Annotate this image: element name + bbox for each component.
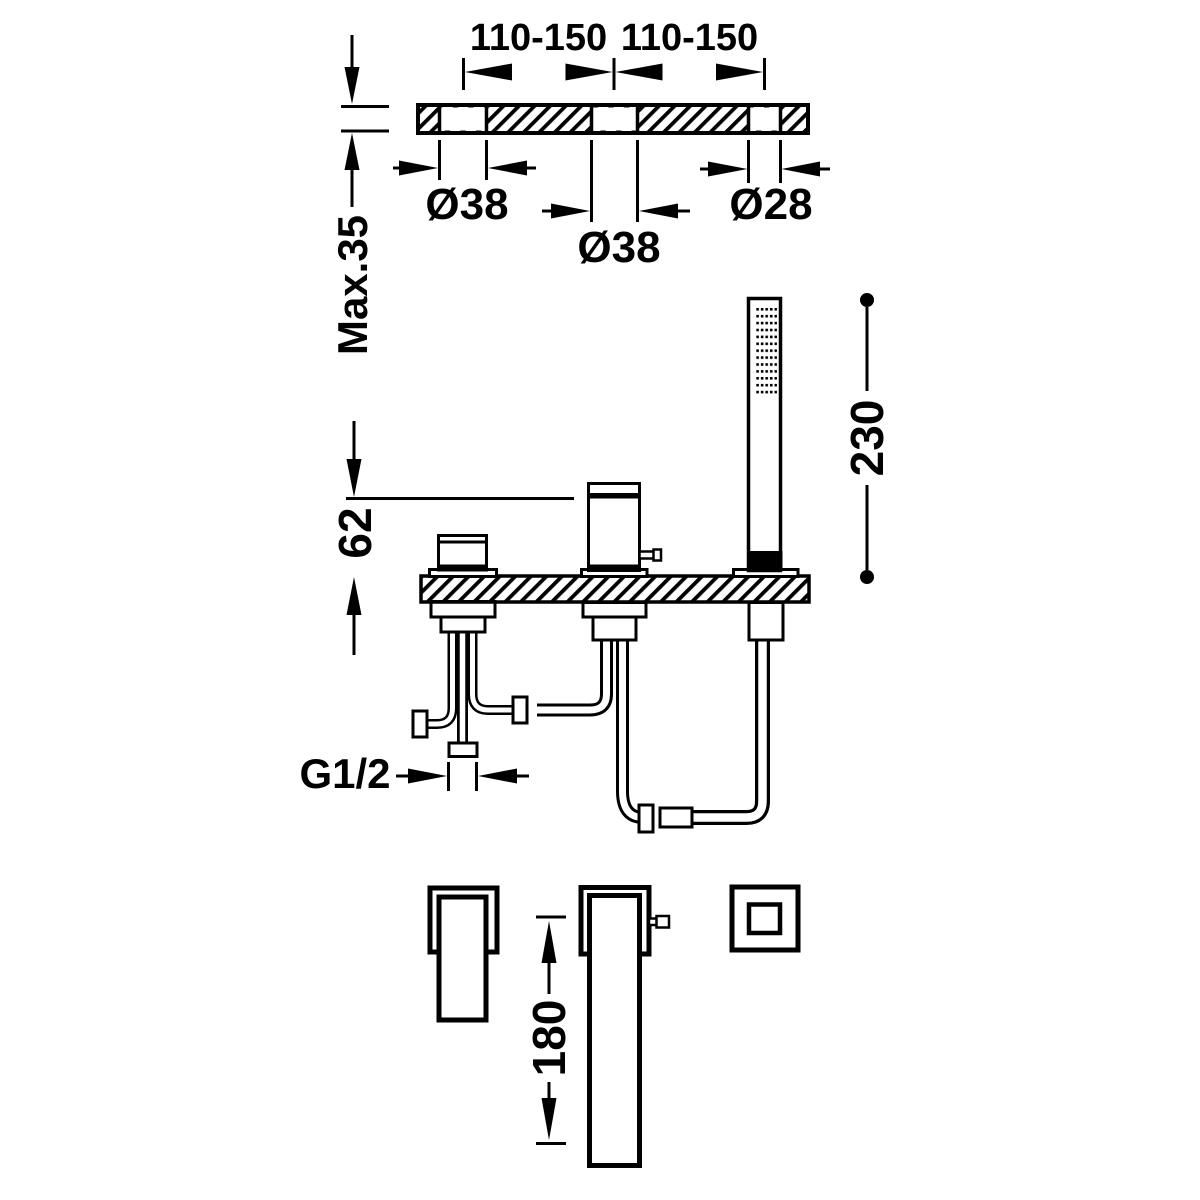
spout-front-view [578, 885, 671, 1168]
top-view: 110-150 110-150 Ø38 Ø38 Ø28 [329, 17, 830, 355]
handle-mounting-nut [439, 615, 487, 634]
diverter-down-pipe [616, 630, 646, 824]
hose-coupling [658, 806, 694, 829]
valve-mounting-flange [581, 601, 648, 619]
outlet-pipe-right [467, 622, 516, 715]
arrowhead [344, 133, 360, 170]
dim-label-thread: G1/2 [299, 750, 390, 797]
arrowhead [708, 161, 748, 177]
hole-right [748, 107, 781, 131]
dimension-spout-length: 180 [523, 915, 575, 1145]
dim-label-deck-thickness: Max.35 [329, 215, 376, 355]
connector-pipe [537, 630, 613, 717]
dim-label-spout-length: 180 [523, 1000, 575, 1077]
dimension-deck-thickness: Max.35 [329, 35, 389, 355]
hole-left [439, 107, 487, 131]
inlet-fitting-left [411, 709, 429, 739]
valve-body [587, 482, 663, 572]
arrowhead [541, 921, 557, 963]
arrowhead [346, 459, 362, 497]
dim-label-body-height: 62 [329, 507, 381, 558]
arrowhead [465, 63, 512, 81]
dim-label-spacing-right: 110-150 [621, 17, 758, 59]
arrowhead [344, 67, 360, 104]
front-view-parts: 180 [427, 884, 801, 1168]
outlet-fitting [511, 695, 529, 725]
escutcheon-opening [746, 902, 783, 936]
dimension-hole-diameters: Ø38 Ø38 Ø28 [393, 140, 830, 272]
handshower-mounting-nut [747, 601, 785, 642]
arrowhead [541, 1098, 557, 1140]
escutcheon-front-view [729, 884, 801, 953]
dimension-hole-spacing: 110-150 110-150 [462, 17, 766, 90]
arrowhead [478, 768, 517, 784]
hose-nipple [637, 803, 655, 834]
dim-label-spacing-left: 110-150 [470, 17, 607, 59]
hole-edges [437, 104, 783, 134]
diverter-knob-tip [655, 914, 671, 929]
dim-label-hole-center: Ø38 [577, 223, 660, 272]
arrowhead [639, 203, 678, 219]
dimension-body-height: 62 [329, 421, 574, 655]
dim-dot-top [860, 293, 874, 307]
under-deck-piping [411, 600, 785, 834]
diverter-lever-tip [652, 548, 663, 562]
installation-side-view: 62 230 G1/2 [299, 293, 893, 834]
hole-center [591, 107, 638, 131]
arrowhead [399, 160, 438, 176]
handle-mounting-flange [429, 600, 497, 619]
handshower-hose [688, 630, 770, 825]
arrowhead [615, 63, 663, 81]
arrowhead [565, 63, 613, 81]
dimension-handshower-height: 230 [841, 293, 893, 584]
inlet-pipe-left [426, 622, 458, 729]
spray-face-dots [756, 307, 777, 397]
arrowhead [716, 63, 763, 81]
arrowhead [488, 160, 527, 176]
thread-end-fitting [447, 741, 479, 758]
dim-dot-bottom [860, 570, 874, 584]
dim-label-hole-right: Ø28 [729, 180, 812, 229]
valve-mounting-nut [591, 615, 638, 642]
handle-front-view [427, 885, 500, 1023]
dimension-thread: G1/2 [299, 750, 529, 797]
arrowhead [551, 203, 590, 219]
arrowhead [408, 768, 447, 784]
dim-label-hole-left: Ø38 [425, 180, 508, 229]
arrowhead [346, 577, 362, 615]
handshower-holder [747, 551, 783, 571]
dim-label-handshower-height: 230 [841, 400, 893, 477]
handle-body [437, 534, 488, 572]
arrowhead [781, 161, 820, 177]
deck-side-section [419, 574, 811, 604]
handshower [746, 296, 783, 573]
